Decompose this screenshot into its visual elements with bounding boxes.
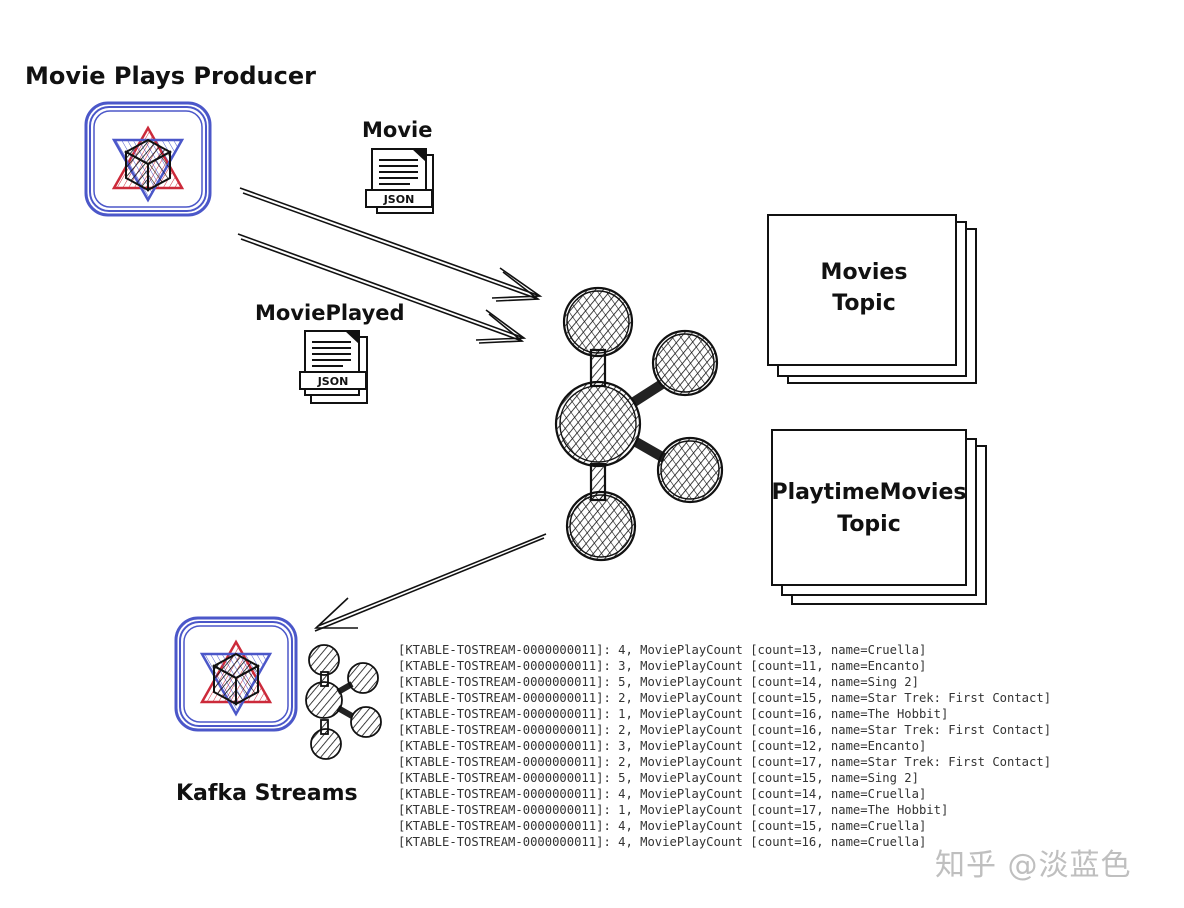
watermark: 知乎 @淡蓝色 — [935, 848, 1132, 883]
log-line: [KTABLE-TOSTREAM-0000000011]: 4, MoviePl… — [398, 643, 927, 657]
producer-title: Movie Plays Producer — [25, 62, 316, 90]
movieplayed-json-document-icon: JSON — [299, 330, 368, 404]
movie-json-badge: JSON — [383, 193, 415, 206]
movieplayed-message-label: MoviePlayed — [255, 301, 405, 325]
streams-output-log: [KTABLE-TOSTREAM-0000000011]: 4, MoviePl… — [398, 642, 1051, 850]
log-line: [KTABLE-TOSTREAM-0000000011]: 5, MoviePl… — [398, 771, 919, 785]
log-line: [KTABLE-TOSTREAM-0000000011]: 4, MoviePl… — [398, 835, 927, 849]
produce-arrow-movie — [239, 187, 543, 302]
log-line: [KTABLE-TOSTREAM-0000000011]: 3, MoviePl… — [398, 659, 927, 673]
streams-title: Kafka Streams — [176, 781, 358, 806]
log-line: [KTABLE-TOSTREAM-0000000011]: 3, MoviePl… — [398, 739, 927, 753]
kafka-broker-icon — [554, 286, 724, 562]
log-line: [KTABLE-TOSTREAM-0000000011]: 5, MoviePl… — [398, 675, 919, 689]
log-line: [KTABLE-TOSTREAM-0000000011]: 2, MoviePl… — [398, 755, 1052, 769]
log-line: [KTABLE-TOSTREAM-0000000011]: 2, MoviePl… — [398, 723, 1052, 737]
consume-arrow — [313, 533, 547, 632]
small-kafka-icon — [305, 644, 382, 760]
log-line: [KTABLE-TOSTREAM-0000000011]: 4, MoviePl… — [398, 819, 927, 833]
streams-app-icon — [174, 616, 298, 732]
log-line: [KTABLE-TOSTREAM-0000000011]: 1, MoviePl… — [398, 803, 949, 817]
log-line: [KTABLE-TOSTREAM-0000000011]: 2, MoviePl… — [398, 691, 1052, 705]
movies-topic-box: Movies Topic — [767, 214, 977, 384]
movies-topic-subtitle: Topic — [832, 291, 896, 316]
movieplayed-json-badge: JSON — [317, 375, 349, 388]
log-line: [KTABLE-TOSTREAM-0000000011]: 1, MoviePl… — [398, 707, 949, 721]
playtime-movies-topic-box: PlaytimeMovies Topic — [771, 429, 987, 605]
log-line: [KTABLE-TOSTREAM-0000000011]: 4, MoviePl… — [398, 787, 927, 801]
movie-message-label: Movie — [362, 118, 432, 142]
produce-arrow-movieplayed — [237, 233, 527, 344]
producer-app-icon — [84, 101, 212, 217]
movies-topic-title: Movies — [821, 260, 908, 285]
movie-json-document-icon: JSON — [365, 148, 434, 214]
playtime-topic-title: PlaytimeMovies — [772, 480, 967, 505]
playtime-topic-subtitle: Topic — [837, 512, 901, 537]
